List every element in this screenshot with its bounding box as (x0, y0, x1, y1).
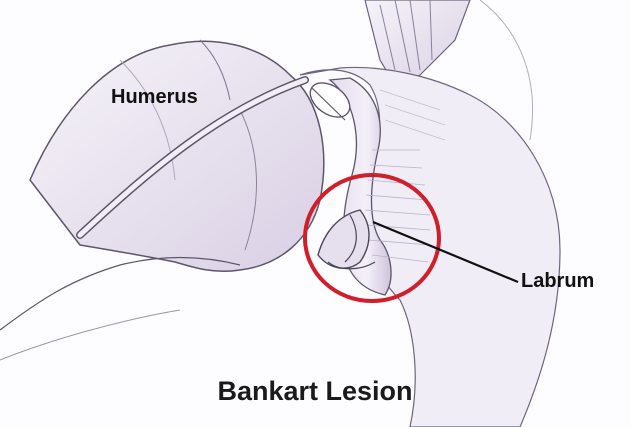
labrum-label: Labrum (521, 270, 594, 293)
humerus-label: Humerus (111, 86, 198, 109)
diagram-caption: Bankart Lesion (0, 376, 630, 407)
